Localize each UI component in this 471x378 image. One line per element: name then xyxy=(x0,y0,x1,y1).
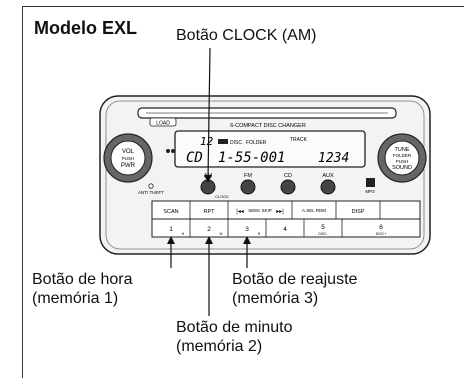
volume-knob[interactable] xyxy=(110,140,146,176)
lcd-cd-text: CD xyxy=(186,150,203,166)
lcd-disc-label: DISC xyxy=(230,140,242,146)
am-clock-button[interactable] xyxy=(200,179,216,195)
model-title: Modelo EXL xyxy=(34,18,137,38)
tune-knob[interactable] xyxy=(384,140,420,176)
callout-hour-line1: Botão de hora xyxy=(32,271,133,288)
callout-minute-line1: Botão de minuto xyxy=(176,319,293,336)
callout-clock-label: Botão CLOCK (AM) xyxy=(176,27,317,44)
am-button-sublabel: CLOCK xyxy=(215,194,229,199)
mp3-label: MP3 xyxy=(365,189,375,194)
callout-reset-label: Botão de reajuste (memória 3) xyxy=(232,270,357,308)
asel-rdm-button[interactable]: A.SEL RDM xyxy=(302,208,326,213)
volume-knob-label-3: PWR xyxy=(121,163,136,169)
callout-minute-label: Botão de minuto (memória 2) xyxy=(176,318,293,356)
callout-hour-label: Botão de hora (memória 1) xyxy=(32,270,133,308)
preset-1-sublabel: H xyxy=(182,232,185,236)
mp3-icon xyxy=(366,178,375,187)
preset-6-sublabel: DISC+ xyxy=(376,232,386,236)
lcd-track-label: TRACK xyxy=(290,137,308,143)
preset-3-button[interactable]: 3 xyxy=(245,226,249,233)
volume-knob-label-2: PUSH xyxy=(122,156,135,161)
lcd-dot xyxy=(166,149,170,153)
anti-theft-led xyxy=(148,183,154,189)
tune-knob-label-2: FOLDER xyxy=(393,153,412,158)
callout-minute-line2: (memória 2) xyxy=(176,338,263,355)
preset-5-button[interactable]: 5 xyxy=(321,224,325,231)
preset-5-sublabel: DISC- xyxy=(318,232,328,236)
load-button[interactable] xyxy=(149,117,177,127)
cd-button[interactable] xyxy=(280,179,296,195)
seek-skip-label: SEEK SKIP xyxy=(248,208,272,213)
preset-2-sublabel: M xyxy=(220,232,223,236)
rpt-button[interactable]: RPT xyxy=(204,209,216,215)
disc-indicator xyxy=(218,139,228,144)
fm-button-label: FM xyxy=(244,173,252,179)
cd-button-label: CD xyxy=(284,173,292,179)
anti-theft-label: ANTI THEFT xyxy=(138,190,164,195)
radio-faceplate-inner xyxy=(105,100,425,250)
scan-button[interactable]: SCAN xyxy=(163,209,178,215)
tune-knob-label-1: TUNE xyxy=(395,147,410,153)
tune-knob-label-3: PUSH xyxy=(396,159,409,164)
preset-4-button[interactable]: 4 xyxy=(283,226,287,233)
skip-forward-button[interactable]: ▸▸| xyxy=(276,209,284,215)
callout-hour-line2: (memória 1) xyxy=(32,290,119,307)
lcd-right-text: 1234 xyxy=(318,151,349,166)
preset-1-button[interactable]: 1 xyxy=(169,226,173,233)
preset-6-button[interactable]: 6 xyxy=(379,224,383,231)
disp-button[interactable]: DISP xyxy=(352,209,365,215)
load-label: LOAD xyxy=(156,121,170,127)
tune-knob-label-4: SOUND xyxy=(392,165,412,171)
volume-knob-label-1: VOL xyxy=(122,149,135,155)
fm-button[interactable] xyxy=(240,179,256,195)
callout-reset-line1: Botão de reajuste xyxy=(232,271,358,288)
lcd-dot xyxy=(171,149,175,153)
callout-reset-line2: (memória 3) xyxy=(232,290,319,307)
preset-2-button[interactable]: 2 xyxy=(207,226,211,233)
clock-callout-line xyxy=(204,47,213,183)
function-button-row: SCAN RPT |◂◂ SEEK SKIP ▸▸| A.SEL RDM DIS… xyxy=(151,200,421,220)
skip-back-button[interactable]: |◂◂ xyxy=(236,209,244,215)
aux-button[interactable] xyxy=(320,179,336,195)
preset-3-sublabel: R xyxy=(258,232,261,236)
aux-button-label: AUX xyxy=(322,173,334,179)
lcd-folder-label: FOLDER xyxy=(246,140,267,146)
figure-frame xyxy=(22,6,464,378)
preset-button-row: 1 H 2 M 3 R 4 5 DISC- 6 DISC+ xyxy=(151,218,421,238)
lcd-small-number: 12 xyxy=(200,135,214,148)
lcd-main-text: 1-55-001 xyxy=(218,150,285,166)
changer-label: 6-COMPACT DISC CHANGER xyxy=(230,123,306,129)
